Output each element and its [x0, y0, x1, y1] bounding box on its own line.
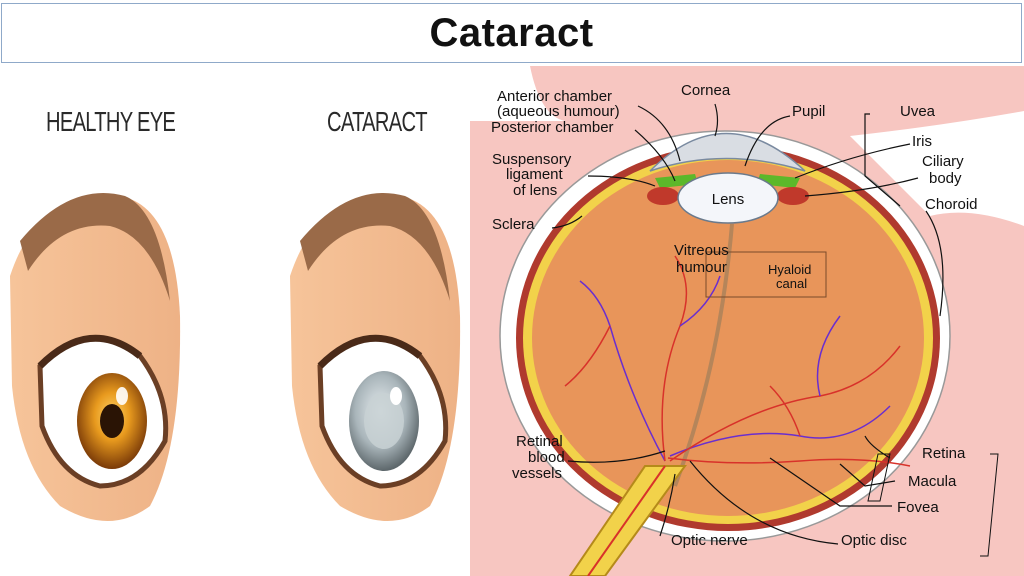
label-retina: Retina [922, 445, 966, 462]
label-lens: Lens [712, 191, 745, 208]
hyaloid-canal [673, 223, 734, 487]
anatomy-svg: Anterior chamber (aqueous humour) Poster… [470, 66, 1024, 576]
label-choroid: Choroid [925, 196, 978, 213]
label-suspensory: Suspensory [492, 151, 572, 168]
label-iris: Iris [912, 133, 932, 150]
label-pupil: Pupil [792, 103, 825, 120]
healthy-pupil [100, 404, 124, 438]
eye-comparison-panel: HEALTHY EYE CATARACT [0, 66, 470, 576]
slide-title: Cataract [429, 10, 594, 55]
healthy-eye-label: HEALTHY EYE [46, 106, 176, 137]
label-blood: blood [528, 449, 565, 466]
cataract-upper-lid [317, 334, 423, 369]
cataract-eyebrow [300, 193, 450, 301]
label-optic-disc: Optic disc [841, 532, 907, 549]
healthy-upper-lid [37, 334, 143, 369]
label-hyaloid: Hyaloid [768, 262, 811, 277]
eye-anatomy-diagram: Anterior chamber (aqueous humour) Poster… [470, 66, 1024, 576]
lens [677, 172, 779, 224]
label-macula: Macula [908, 473, 957, 490]
label-cornea: Cornea [681, 82, 731, 99]
cornea [649, 132, 806, 172]
retina-bracket [867, 453, 891, 502]
label-aqueous-humour: (aqueous humour) [497, 103, 620, 120]
label-humour: humour [676, 259, 727, 276]
optic-nerve-vessel [587, 465, 666, 576]
healthy-highlight [116, 387, 128, 405]
label-of-lens: of lens [513, 182, 557, 199]
white-corner [470, 66, 565, 121]
slide-title-bar: Cataract [1, 3, 1022, 63]
ciliary-body-left [647, 187, 679, 205]
healthy-eyebrow [20, 193, 170, 301]
cataract-eye-illustration [290, 193, 461, 521]
leader-lines [551, 103, 944, 545]
label-ciliary: Ciliary [922, 153, 964, 170]
cataract-label: CATARACT [327, 106, 428, 137]
label-anterior-chamber: Anterior chamber [497, 88, 612, 105]
label-canal: canal [776, 276, 807, 291]
right-bracket [980, 453, 999, 557]
label-sclera: Sclera [492, 216, 535, 233]
vitreous-humour [532, 160, 924, 516]
label-body: body [929, 170, 962, 187]
cataract-highlight [390, 387, 402, 405]
label-retinal: Retinal [516, 433, 563, 450]
hyaloid-box [705, 251, 827, 298]
cataract-cloudy-lens [364, 393, 404, 449]
label-fovea: Fovea [897, 499, 939, 516]
label-optic-nerve: Optic nerve [671, 532, 748, 549]
healthy-eye-illustration [10, 193, 181, 521]
label-posterior-chamber: Posterior chamber [491, 119, 614, 136]
retinal-blood-vessels [564, 255, 911, 467]
label-vessels: vessels [512, 465, 562, 482]
label-vitreous: Vitreous [674, 242, 729, 259]
eye-illustrations [10, 193, 461, 521]
ciliary-body-right [777, 187, 809, 205]
label-uvea: Uvea [900, 103, 936, 120]
label-ligament: ligament [506, 166, 564, 183]
white-right-wedge [850, 111, 1024, 226]
